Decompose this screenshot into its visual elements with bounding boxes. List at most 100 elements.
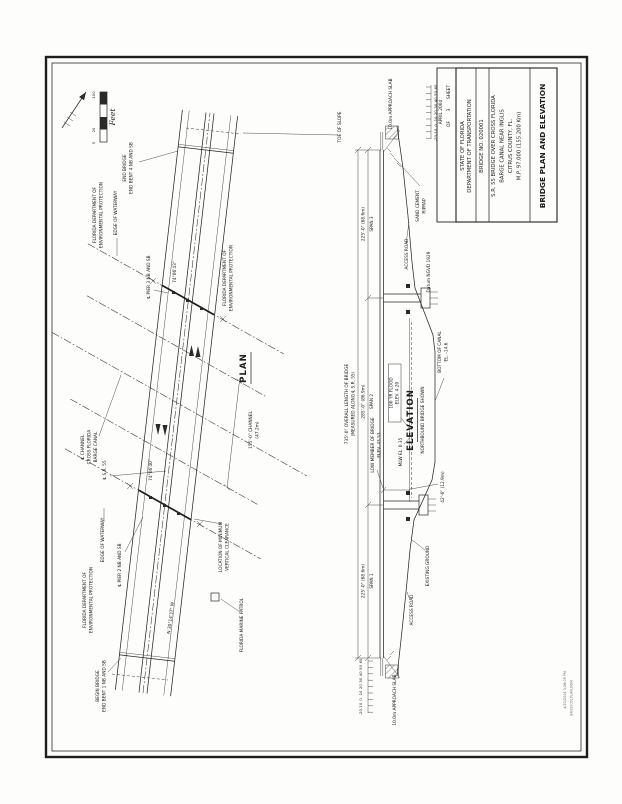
plan-label-min-clearance-2: VERTICAL CLEARANCE — [225, 523, 231, 571]
plan-label-cl-sr55: ℄ S.R. 55 — [102, 460, 108, 480]
scale-top-10: 10 — [433, 116, 438, 121]
scale-top-30: 30 — [433, 103, 438, 108]
plan-label-begin-bridge-2: END BENT 1 NB AND SB — [102, 660, 108, 712]
dolphin-marks — [126, 277, 227, 528]
plan-label-cl-channel-3: BARGE CANAL — [93, 431, 99, 462]
marine-patrol-building — [210, 592, 220, 602]
plan-label-channel-dim-2: (47.2m) — [255, 421, 261, 438]
scale-bot-20: 20 — [358, 684, 363, 689]
titleblock-project-2: BARGE CANAL NEAR INGLIS — [500, 109, 506, 183]
plan-leader-lines — [98, 132, 339, 673]
elev-label-span1-dim: 225'-0" (68.6m) — [361, 564, 367, 598]
elevation-dim-lines — [354, 146, 413, 662]
plan-channel-dim — [223, 378, 243, 491]
plan-piers — [126, 277, 227, 528]
sheet-date: APRIL 2004 — [438, 99, 444, 124]
elev-label-span1: SPAN 1 — [369, 573, 375, 589]
plan-label-fdep-bottom-2: ENVIRONMENTAL PROTECTION — [89, 567, 95, 633]
elev-label-existing-ground: EXISTING GROUND — [425, 545, 431, 587]
plot-stamps: 4/20/2004 3:28:05 PM BR020001PLAN.DGN — [563, 671, 574, 716]
elevation-title: ELEVATION — [406, 389, 416, 451]
plan-roadway-lines — [115, 109, 238, 697]
scale-bar: 100 20 0 Feet — [91, 91, 117, 144]
scale-top-40: 40 — [433, 97, 438, 102]
elev-label-approach-slab-bottom: 10.0m APPROACH SLAB — [392, 674, 398, 725]
elevation-view: 60 50 40 30 20 10 0 -10 -20 60 50 40 30 … — [344, 78, 450, 725]
plan-label-end-bridge-1: END BRIDGE — [122, 154, 128, 181]
elev-label-span3: SPAN 3 — [369, 216, 375, 232]
elev-label-flood-2: ELEV. 4.20 — [395, 381, 401, 404]
scale-0-label: 0 — [91, 141, 96, 144]
plan-traffic-arrows — [155, 345, 201, 436]
titleblock-project-1: S.R. 55 BRIDGE OVER CROSS FLORIDA — [491, 95, 497, 197]
plan-label-fdep-top-2: ENVIRONMENTAL PROTECTION — [99, 182, 105, 248]
plan-title: PLAN — [239, 353, 249, 383]
plan-channel-lines — [51, 243, 308, 560]
elev-label-canal-bottom-1: BOTTOM OF CANAL — [437, 331, 443, 373]
plan-label-min-clearance-1: LOCATION OF MINIMUM — [218, 522, 224, 573]
plan-label-end-bridge-2: END BENT 4 NB AND SB — [129, 142, 135, 194]
titleblock-bridge-no: BRIDGE NO. 020001 — [479, 119, 485, 173]
plan-label-skew-top: 74°06'43" — [172, 261, 178, 283]
plot-stamp-datetime: 4/20/2004 3:28:05 PM — [563, 671, 567, 709]
scale-bot-neg20: -20 — [358, 709, 363, 716]
scale-bot-neg10: -10 — [358, 702, 363, 709]
elev-label-measured-along: (MEASURED ALONG ℄ S.R. 55) — [351, 371, 357, 436]
elev-label-clearance: 42'-6" (12.9m) — [440, 471, 446, 503]
scale-bot-30: 30 — [358, 677, 363, 682]
elevation-scale-bottom: 60 50 40 30 20 10 0 -10 -20 — [358, 658, 373, 715]
elev-label-low-member-2: ELEV. 43.53 — [377, 432, 383, 458]
elev-label-low-member-1: LOW MEMBER OF BRIDGE — [370, 417, 376, 472]
scale-unit-label: Feet — [108, 108, 117, 127]
elev-label-span2-dim: 285'-0" (86.9m) — [361, 384, 367, 418]
plan-label-fdep-right-1: FLORIDA DEPARTMENT OF — [222, 250, 228, 306]
plan-label-edge-waterway-bottom: EDGE OF WATERWAY — [100, 517, 106, 562]
plan-label-cl-channel-2: CROSS FLORIDA — [87, 430, 93, 465]
elev-label-access-road-bottom: ACCESS ROAD — [409, 594, 415, 626]
elev-label-flood-1: 100 YR FLOOD — [389, 377, 395, 409]
scale-top-60: 60 — [433, 84, 438, 89]
elev-label-span3-dim: 225'-0" (68.6m) — [361, 207, 367, 241]
plan-label-fdep-right-2: ENVIRONMENTAL PROTECTION — [229, 245, 235, 311]
plan-label-marine-patrol: FLORIDA MARINE PATROL — [239, 597, 245, 652]
scale-bot-50: 50 — [358, 664, 363, 669]
plan-label-channel-dim-1: 155'-0" CHANNEL — [248, 411, 254, 449]
scale-bot-60: 60 — [358, 658, 363, 663]
plan-label-bearing: N 30°14'37" W — [166, 601, 176, 634]
plan-label-pier3: ℄ PIER 3 NB AND SB — [146, 255, 152, 298]
plan-label-pier2: ℄ PIER 2 NB AND SB — [117, 543, 123, 586]
elev-label-canal-bottom-2: EL. -14.6 — [444, 342, 450, 361]
elev-label-access-road-top: ACCESS ROAD — [404, 238, 410, 270]
plot-stamp-filename: BR020001PLAN.DGN — [570, 680, 574, 716]
titleblock-department: DEPARTMENT OF TRANSPORTATION — [467, 99, 473, 192]
elev-label-sand-cement-1: SAND CEMENT — [415, 190, 421, 222]
scale-top-50: 50 — [433, 90, 438, 95]
elevation-deck — [379, 129, 401, 679]
title-block: APRIL 2004 SHEET 3 OF STATE OF FLORIDA D… — [436, 67, 558, 223]
scale-bot-40: 40 — [358, 671, 363, 676]
scale-bot-0: 0 — [358, 698, 363, 701]
scale-top-neg10: -10 — [433, 128, 438, 135]
titleblock-project-3: CITRUS COUNTY, FL. — [508, 119, 514, 174]
titleblock-project-4: M.P. 97.000 (155.200 Km) — [517, 112, 523, 181]
flood-elevation-box — [388, 363, 410, 429]
water-lines — [409, 318, 412, 502]
sheet-border — [44, 55, 589, 759]
plan-label-edge-waterway-top: EDGE OF WATERWAY — [113, 190, 119, 235]
plan-label-cl-channel-1: ℄ CHANNEL — [80, 434, 86, 459]
scale-top-0: 0 — [433, 124, 438, 127]
elevation-scale-top: 60 50 40 30 20 10 0 -10 -20 — [426, 84, 438, 141]
sheet-of-label: OF — [446, 121, 452, 127]
titleblock-state: STATE OF FLORIDA — [460, 121, 466, 171]
scale-top-20: 20 — [433, 110, 438, 115]
elev-label-sand-cement-2: RIPRAP — [422, 198, 428, 214]
elevation-subtitle: NORTHBOUND BRIDGE SHOWN — [420, 386, 426, 453]
approach-slab-hatch — [385, 125, 402, 679]
plan-label-skew-bottom: 74°06'40" — [148, 459, 154, 481]
elev-label-approach-slab-top: 10.0m APPROACH SLAB — [388, 78, 394, 129]
elev-label-mlw: MLW EL. 0.35 — [398, 437, 404, 466]
plan-label-fdep-top-1: FLORIDA DEPARTMENT OF — [92, 187, 98, 243]
north-arrow-icon — [61, 91, 87, 129]
